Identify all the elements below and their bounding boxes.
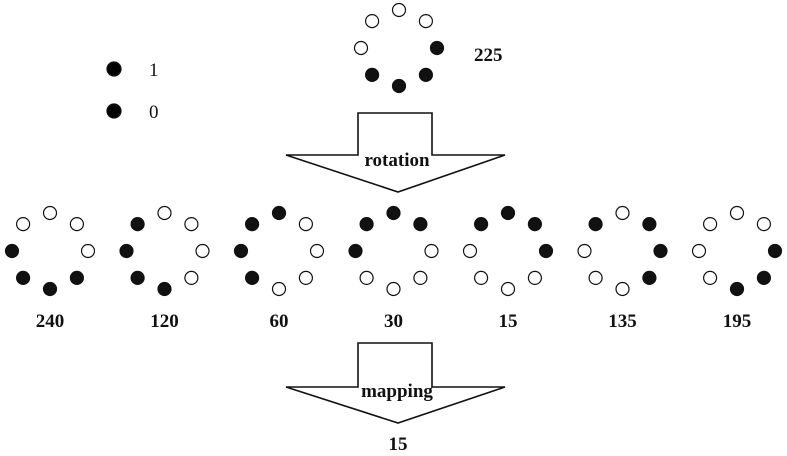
legend: 1 0 [106, 60, 159, 123]
top-pattern-label: 225 [474, 45, 503, 66]
pattern-135-dot-4 [615, 281, 630, 297]
pattern-120-dot-0 [157, 205, 172, 221]
pattern-240-dot-3 [69, 270, 85, 285]
pattern-240-dot-0 [42, 205, 58, 221]
pattern-30-dot-6 [348, 243, 363, 259]
top-pattern-dot-2 [429, 40, 445, 56]
legend-label-zero: 0 [149, 102, 159, 123]
top-pattern-dot-7 [365, 14, 380, 29]
rotation-arrow: rotation [285, 112, 506, 193]
top-pattern-dot-1 [418, 14, 433, 29]
pattern-240-dot-5 [16, 270, 31, 285]
pattern-195-dot-6 [691, 243, 707, 259]
rotated-patterns-row: 240 120 60 30 15 135 195 [4, 205, 783, 332]
pattern-195: 195 [691, 205, 783, 332]
pattern-60-dot-2 [309, 243, 325, 259]
pattern-135-dot-5 [588, 270, 603, 285]
pattern-195-dot-7 [702, 217, 718, 232]
rotation-arrow-shape [285, 112, 506, 193]
pattern-15-dot-5 [474, 270, 489, 285]
top-pattern-dot-5 [365, 67, 380, 83]
pattern-195-dot-2 [767, 243, 783, 259]
pattern-120-dot-1 [184, 217, 199, 232]
pattern-120-dot-7 [130, 217, 145, 232]
pattern-135-dot-3 [642, 270, 657, 285]
pattern-60-label: 60 [270, 311, 289, 332]
pattern-15-label: 15 [499, 311, 518, 332]
pattern-30: 30 [348, 205, 439, 332]
pattern-120-dot-6 [119, 243, 134, 259]
rotation-arrow-label: rotation [364, 150, 430, 171]
result-label: 15 [389, 434, 408, 455]
pattern-195-dot-3 [756, 270, 772, 285]
mapping-arrow-label: mapping [361, 381, 433, 402]
pattern-60-dot-3 [298, 270, 313, 285]
pattern-60-dot-0 [271, 205, 287, 221]
pattern-240-dot-7 [16, 217, 31, 232]
pattern-30-dot-5 [359, 270, 374, 285]
pattern-135-dot-7 [588, 217, 603, 232]
pattern-120: 120 [119, 205, 210, 332]
pattern-60-dot-7 [245, 217, 260, 232]
pattern-30-dot-3 [413, 270, 428, 285]
top-pattern-dot-0 [391, 2, 407, 18]
pattern-15-dot-4 [500, 281, 516, 297]
pattern-135-label: 135 [608, 311, 637, 332]
mapping-arrow-shape [285, 342, 506, 424]
pattern-60: 60 [233, 205, 325, 332]
pattern-30-label: 30 [384, 311, 403, 332]
pattern-120-label: 120 [150, 311, 179, 332]
pattern-60-dot-6 [233, 243, 249, 259]
pattern-135-dot-2 [653, 243, 668, 259]
pattern-30-dot-7 [359, 217, 374, 232]
pattern-60-dot-1 [298, 217, 313, 232]
pattern-240-dot-2 [80, 243, 96, 259]
pattern-240-label: 240 [36, 311, 65, 332]
legend-dot-one [106, 61, 122, 77]
top-pattern-dot-6 [353, 40, 369, 56]
pattern-30-dot-0 [386, 205, 401, 221]
pattern-15-dot-7 [474, 217, 489, 232]
legend-dot-zero [106, 103, 122, 119]
pattern-60-dot-4 [271, 281, 287, 297]
pattern-15-dot-3 [527, 270, 543, 285]
pattern-240-dot-1 [69, 217, 85, 232]
pattern-135-dot-0 [615, 205, 630, 221]
pattern-135: 135 [577, 205, 668, 332]
top-pattern [353, 2, 445, 94]
pattern-120-dot-2 [195, 243, 210, 259]
pattern-15-dot-6 [462, 243, 478, 259]
top-pattern-dot-3 [418, 67, 433, 83]
pattern-135-dot-1 [642, 217, 657, 232]
pattern-60-dot-5 [245, 270, 260, 285]
pattern-15-dot-1 [527, 217, 543, 232]
pattern-30-dot-2 [424, 243, 439, 259]
pattern-240: 240 [4, 205, 96, 332]
pattern-240-dot-6 [4, 243, 20, 259]
pattern-15: 15 [462, 205, 554, 332]
pattern-135-dot-6 [577, 243, 592, 259]
top-pattern-dot-4 [391, 78, 407, 94]
pattern-30-dot-1 [413, 217, 428, 232]
pattern-15-dot-0 [500, 205, 516, 221]
pattern-15-dot-2 [538, 243, 554, 259]
pattern-30-dot-4 [386, 281, 401, 297]
pattern-195-dot-0 [729, 205, 745, 221]
pattern-195-label: 195 [723, 311, 752, 332]
pattern-195-dot-1 [756, 217, 772, 232]
pattern-120-dot-4 [157, 281, 172, 297]
pattern-120-dot-3 [184, 270, 199, 285]
pattern-120-dot-5 [130, 270, 145, 285]
legend-label-one: 1 [149, 60, 159, 81]
pattern-195-dot-4 [729, 281, 745, 297]
mapping-arrow: mapping [285, 342, 506, 424]
pattern-240-dot-4 [42, 281, 58, 297]
pattern-195-dot-5 [702, 270, 718, 285]
